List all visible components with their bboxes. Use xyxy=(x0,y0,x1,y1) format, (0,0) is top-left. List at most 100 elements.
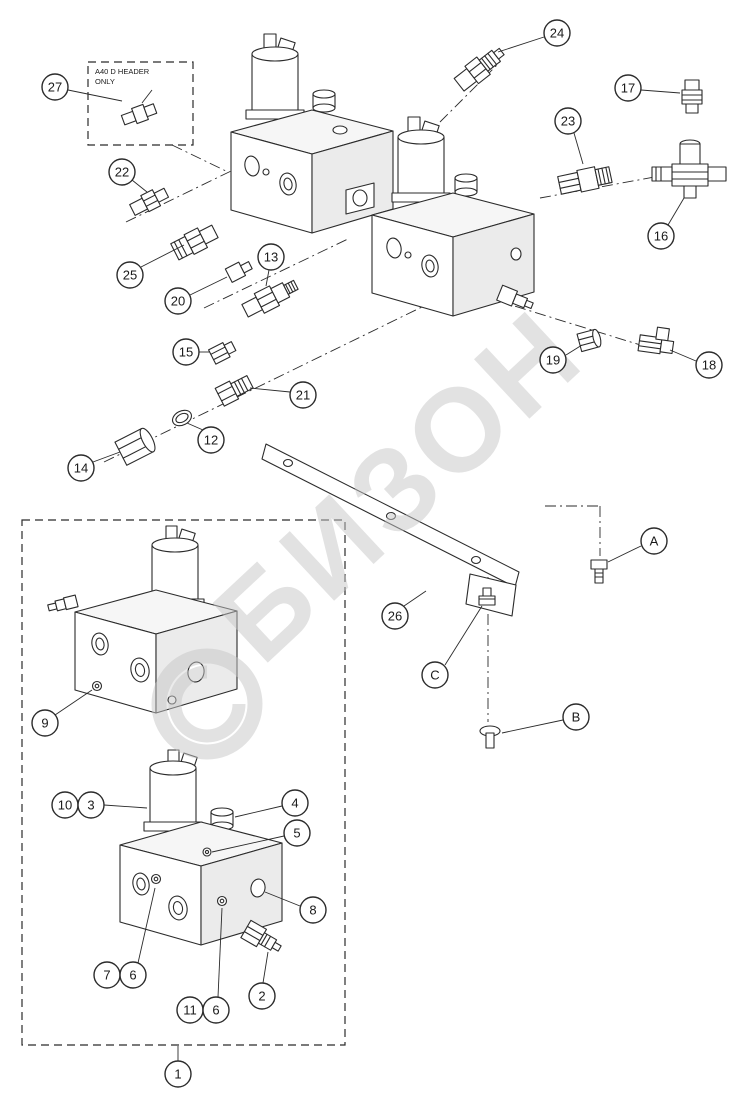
part-valve-cartridge xyxy=(240,919,282,952)
svg-text:13: 13 xyxy=(264,250,278,265)
svg-text:22: 22 xyxy=(115,165,129,180)
svg-text:6: 6 xyxy=(212,1003,219,1018)
svg-text:3: 3 xyxy=(87,798,94,813)
nut-c xyxy=(478,595,496,606)
svg-text:14: 14 xyxy=(74,461,88,476)
svg-text:16: 16 xyxy=(654,229,668,244)
part-note-fitting xyxy=(120,103,158,126)
svg-text:6: 6 xyxy=(129,968,136,983)
svg-text:18: 18 xyxy=(702,358,716,373)
part-elbow-fitting xyxy=(637,326,675,355)
port xyxy=(386,237,402,259)
svg-text:1: 1 xyxy=(174,1067,181,1082)
part-o-ring xyxy=(171,409,193,427)
callout-24: 24 xyxy=(497,19,571,53)
svg-text:2: 2 xyxy=(258,989,265,1004)
callout-16: 16 xyxy=(647,197,685,250)
svg-text:8: 8 xyxy=(309,903,316,918)
part-straight-adapter xyxy=(214,375,254,407)
callout-8: 8 xyxy=(264,891,327,924)
callout-6a: 6 xyxy=(119,887,156,989)
valve-block-lower-left xyxy=(47,525,238,714)
mounting-bar-assembly xyxy=(261,443,608,749)
svg-text:4: 4 xyxy=(291,796,298,811)
svg-text:21: 21 xyxy=(296,388,310,403)
svg-text:9: 9 xyxy=(41,716,48,731)
svg-text:25: 25 xyxy=(123,268,137,283)
callout-22: 22 xyxy=(108,158,148,193)
part-elbow-90 xyxy=(557,166,613,195)
svg-text:5: 5 xyxy=(293,826,300,841)
callout-20: 20 xyxy=(164,276,228,315)
solenoid-coil xyxy=(397,136,445,196)
callout-B: B xyxy=(501,703,590,734)
dashed-enclosure xyxy=(21,519,346,1046)
part-quick-coupler-small xyxy=(129,187,170,216)
callout-3: 3 xyxy=(77,791,148,819)
note-text-line1: A40 D HEADER xyxy=(95,67,150,76)
valve-block-upper xyxy=(230,33,394,234)
valve-block-bottom xyxy=(119,749,283,952)
callout-12: 12 xyxy=(186,422,225,454)
part-tee-fitting xyxy=(651,139,727,199)
part-inline-valve xyxy=(241,279,299,318)
callout-26: 26 xyxy=(381,590,427,630)
valve-block-second xyxy=(371,116,535,317)
svg-text:11: 11 xyxy=(183,1003,197,1018)
note-text-line2: ONLY xyxy=(95,77,115,86)
port xyxy=(244,155,260,177)
svg-text:17: 17 xyxy=(621,81,635,96)
callout-25: 25 xyxy=(116,244,185,289)
callout-10: 10 xyxy=(51,791,79,819)
callout-18: 18 xyxy=(669,349,723,379)
port-fitting xyxy=(496,284,534,310)
part-orifice-fitting xyxy=(224,261,253,283)
note-box: A40 D HEADER ONLY xyxy=(87,61,194,146)
inline-fittings-left xyxy=(114,187,299,466)
barb-fitting xyxy=(47,594,79,612)
callout-C: C xyxy=(421,605,483,689)
svg-text:24: 24 xyxy=(550,26,564,41)
callout-15: 15 xyxy=(172,338,210,366)
callout-27: 27 xyxy=(41,73,123,102)
callouts: 27 22 25 20 13 15 21 12 14 24 17 23 16 1… xyxy=(31,19,723,1088)
callout-A: A xyxy=(607,527,668,563)
part-hex-cap xyxy=(114,427,156,466)
svg-text:15: 15 xyxy=(179,345,193,360)
svg-text:20: 20 xyxy=(171,294,185,309)
svg-text:27: 27 xyxy=(48,80,62,95)
callout-5: 5 xyxy=(211,819,311,853)
svg-text:26: 26 xyxy=(388,609,402,624)
svg-text:23: 23 xyxy=(561,114,575,129)
part-check-valve xyxy=(453,47,505,92)
part-hex-plug xyxy=(576,328,602,353)
port xyxy=(279,172,297,196)
callout-11: 11 xyxy=(176,996,204,1024)
solenoid-coil xyxy=(251,53,299,113)
part-quick-coupler-large xyxy=(170,224,219,261)
svg-text:B: B xyxy=(572,710,581,725)
callout-13: 13 xyxy=(257,243,285,287)
callout-14: 14 xyxy=(67,451,121,482)
svg-text:12: 12 xyxy=(204,433,218,448)
callout-7: 7 xyxy=(93,961,121,989)
watermark-logo xyxy=(151,648,263,760)
part-hex-plug-small xyxy=(208,341,237,365)
svg-text:C: C xyxy=(430,668,439,683)
callout-17: 17 xyxy=(614,74,681,102)
fittings-right xyxy=(453,47,727,355)
callout-4: 4 xyxy=(234,789,309,818)
svg-text:7: 7 xyxy=(103,968,110,983)
bolt-a xyxy=(590,559,608,584)
callout-21: 21 xyxy=(249,381,317,409)
callout-2: 2 xyxy=(248,951,276,1010)
svg-text:19: 19 xyxy=(546,353,560,368)
callout-19: 19 xyxy=(539,344,583,374)
solenoid-coil xyxy=(149,767,197,825)
svg-text:10: 10 xyxy=(58,798,72,813)
callout-9: 9 xyxy=(31,689,93,737)
callout-6b: 6 xyxy=(202,907,230,1024)
bolt-b xyxy=(479,725,501,749)
